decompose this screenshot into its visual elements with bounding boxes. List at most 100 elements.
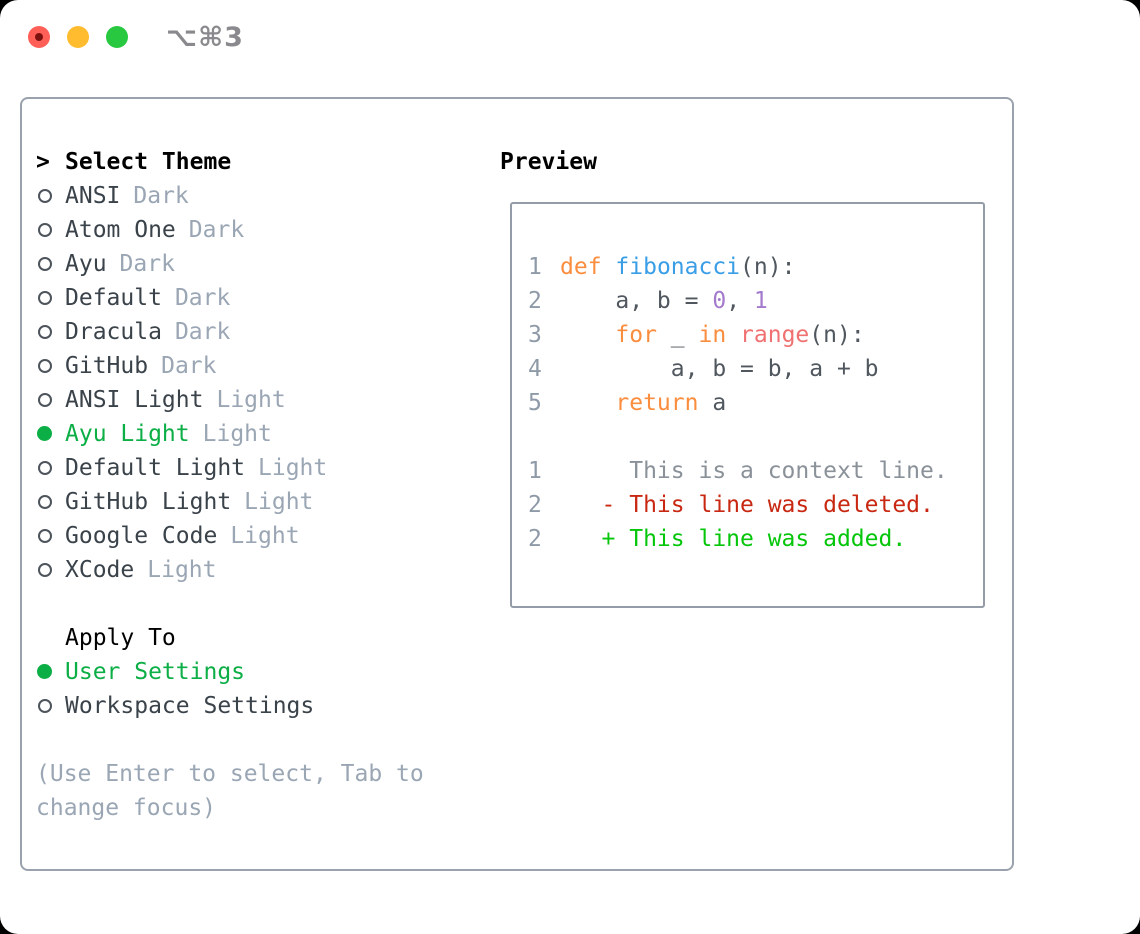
minimize-button[interactable] xyxy=(67,26,89,48)
line-number: 1 xyxy=(528,458,542,484)
theme-variant-tag: Light xyxy=(230,523,300,549)
code-token: (n): xyxy=(809,322,865,348)
theme-option[interactable]: Google Code Light xyxy=(36,519,476,553)
code-token: range xyxy=(740,322,810,348)
theme-variant-tag: Light xyxy=(202,421,272,447)
theme-option[interactable]: ANSI Light Light xyxy=(36,383,476,417)
radio-unselected-icon xyxy=(38,359,52,373)
radio-unselected-icon xyxy=(38,189,52,203)
radio-marker xyxy=(36,349,65,383)
line-content: This is a context line. xyxy=(560,454,948,488)
radio-unselected-icon xyxy=(38,461,52,475)
preview-blank-line xyxy=(528,420,983,454)
code-token xyxy=(560,322,615,348)
preview-title: Preview xyxy=(500,149,597,175)
radio-unselected-icon xyxy=(38,699,52,713)
code-token: in xyxy=(698,322,727,348)
theme-option-label: ANSI Light xyxy=(65,387,204,413)
theme-option[interactable]: ANSI Dark xyxy=(36,179,476,213)
theme-variant-tag: Dark xyxy=(133,183,189,209)
apply-to-option[interactable]: Workspace Settings xyxy=(36,689,476,723)
radio-marker xyxy=(36,519,65,553)
line-number: 2 xyxy=(528,492,542,518)
theme-option-label: GitHub Light xyxy=(65,489,232,515)
theme-option[interactable]: Ayu Light Light xyxy=(36,417,476,451)
code-token xyxy=(560,390,615,416)
line-number: 5 xyxy=(528,390,542,416)
radio-unselected-icon xyxy=(38,257,52,271)
radio-marker xyxy=(36,281,65,315)
theme-option-label: XCode xyxy=(65,557,135,583)
line-number: 2 xyxy=(528,526,542,552)
preview-code-line: 3 for _ in range(n): xyxy=(528,318,983,352)
radio-unselected-icon xyxy=(38,325,52,339)
code-token: for xyxy=(615,322,657,348)
line-number: 1 xyxy=(528,254,542,280)
theme-option-label: Ayu Light xyxy=(65,421,190,447)
theme-variant-tag: Light xyxy=(258,455,328,481)
theme-variant-tag: Light xyxy=(244,489,314,515)
radio-marker xyxy=(36,383,65,417)
preview-code-line: 1 This is a context line. xyxy=(528,454,983,488)
preview-code-line: 2 + This line was added. xyxy=(528,522,983,556)
theme-option-label: ANSI xyxy=(65,183,121,209)
radio-unselected-icon xyxy=(38,393,52,407)
code-token: return xyxy=(615,390,699,416)
theme-variant-tag: Light xyxy=(216,387,286,413)
code-token: _ xyxy=(656,322,699,348)
radio-selected-icon xyxy=(37,426,52,441)
window-shortcut-label: ⌥⌘3 xyxy=(166,22,244,53)
radio-marker xyxy=(36,655,65,689)
radio-marker xyxy=(36,451,65,485)
radio-marker xyxy=(36,213,65,247)
radio-marker xyxy=(36,553,65,587)
theme-variant-tag: Dark xyxy=(188,217,245,243)
apply-to-option-label: User Settings xyxy=(65,659,246,685)
theme-option[interactable]: GitHub Light Light xyxy=(36,485,476,519)
radio-unselected-icon xyxy=(38,495,52,509)
radio-marker xyxy=(36,315,65,349)
theme-variant-tag: Dark xyxy=(174,319,231,345)
radio-marker xyxy=(36,417,65,451)
line-number xyxy=(528,420,560,454)
line-number: 2 xyxy=(528,288,542,314)
code-token: + This line was added. xyxy=(560,526,907,552)
preview-code-line: 5 return a xyxy=(528,386,983,420)
line-content: a, b = b, a + b xyxy=(560,352,879,386)
radio-marker xyxy=(36,179,65,213)
code-token: This is a context line. xyxy=(560,458,948,484)
code-token xyxy=(726,322,740,348)
radio-unselected-icon xyxy=(38,529,52,543)
theme-option[interactable]: Atom One Dark xyxy=(36,213,476,247)
code-token xyxy=(602,254,616,280)
preview-code-line: 2 - This line was deleted. xyxy=(528,488,983,522)
theme-option-label: Atom One xyxy=(65,217,176,243)
close-button[interactable] xyxy=(28,26,50,48)
radio-marker xyxy=(36,247,65,281)
line-content: + This line was added. xyxy=(560,522,907,556)
theme-option-label: Google Code xyxy=(65,523,218,549)
radio-unselected-icon xyxy=(38,291,52,305)
preview-code-line: 2 a, b = 0, 1 xyxy=(528,284,983,318)
zoom-button[interactable] xyxy=(106,26,128,48)
theme-variant-tag: Dark xyxy=(119,251,175,277)
apply-to-title: Apply To xyxy=(65,625,176,651)
code-token: , xyxy=(726,288,754,314)
titlebar: ⌥⌘3 xyxy=(0,0,1140,75)
radio-unselected-icon xyxy=(38,563,52,577)
line-content: for _ in range(n): xyxy=(560,318,865,352)
apply-to-option[interactable]: User Settings xyxy=(36,655,476,689)
radio-selected-icon xyxy=(37,664,52,679)
